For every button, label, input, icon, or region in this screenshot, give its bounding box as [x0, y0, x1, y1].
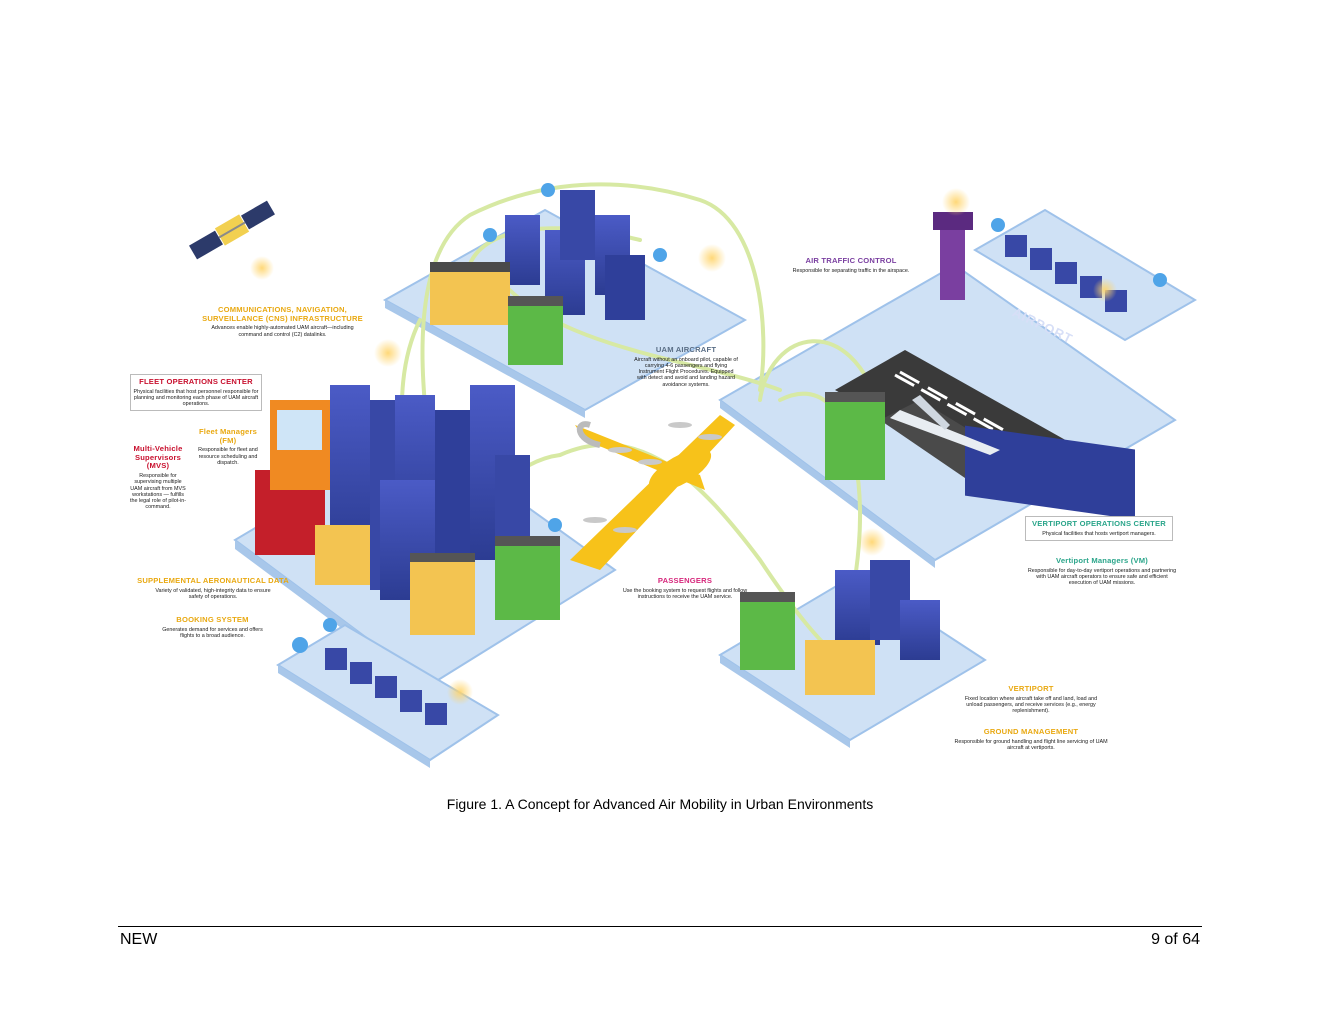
passengers-label: PASSENGERS Use the booking system to req… [614, 576, 756, 600]
cns-title: COMMUNICATIONS, NAVIGATION, SURVEILLANCE… [202, 305, 363, 323]
fleet-operations-center-label: FLEET OPERATIONS CENTER Physical facilit… [130, 374, 262, 412]
mvs-title: Multi-Vehicle Supervisors (MVS) [133, 444, 183, 471]
air-traffic-control-label: AIR TRAFFIC CONTROL Responsible for sepa… [783, 256, 919, 274]
vertiport-desc: Fixed location where aircraft take off a… [964, 695, 1098, 715]
cns-infrastructure-label: COMMUNICATIONS, NAVIGATION, SURVEILLANCE… [195, 305, 370, 338]
vertiport-bottom-buildings [740, 560, 940, 695]
vertiport-managers-label: Vertiport Managers (VM) Responsible for … [1026, 556, 1178, 587]
booking-title: BOOKING SYSTEM [176, 615, 249, 624]
sad-title: SUPPLEMENTAL AERONAUTICAL DATA [137, 576, 289, 585]
left-city-buildings [255, 385, 560, 635]
vm-title: Vertiport Managers (VM) [1056, 556, 1148, 565]
satellite-icon [189, 200, 275, 260]
passengers-desc: Use the booking system to request flight… [622, 587, 748, 600]
mvs-desc: Responsible for supervising multiple UAM… [129, 473, 187, 511]
fm-desc: Responsible for fleet and resource sched… [198, 447, 258, 466]
voc-title: VERTIPORT OPERATIONS CENTER [1032, 519, 1166, 528]
booking-system-label: BOOKING SYSTEM Generates demand for serv… [160, 615, 265, 639]
top-city-buildings [430, 190, 645, 365]
fm-title: Fleet Managers (FM) [198, 427, 258, 445]
atc-desc: Responsible for separating traffic in th… [792, 267, 910, 274]
vertiport-title: VERTIPORT [1008, 684, 1054, 693]
passengers-title: PASSENGERS [657, 576, 713, 585]
uam-desc: Aircraft without an onboard pilot, capab… [634, 356, 738, 388]
page-number: 9 of 64 [1151, 931, 1200, 948]
sad-desc: Variety of validated, high-integrity dat… [155, 587, 271, 600]
figure-caption: Figure 1. A Concept for Advanced Air Mob… [446, 796, 874, 812]
houses-bottom [325, 648, 447, 725]
ground-management-label: GROUND MANAGEMENT Responsible for ground… [952, 727, 1110, 751]
fleet-managers-label: Fleet Managers (FM) Responsible for flee… [195, 427, 261, 466]
platform-houses-right [973, 208, 1197, 342]
voc-desc: Physical facilities that hosts vertiport… [1042, 530, 1156, 537]
cns-desc: Advances enable highly-automated UAM air… [211, 325, 354, 338]
vertiport-label: VERTIPORT Fixed location where aircraft … [948, 684, 1114, 715]
foc-title: FLEET OPERATIONS CENTER [139, 377, 253, 386]
vertiport-operations-center-label: VERTIPORT OPERATIONS CENTER Physical fac… [1025, 516, 1173, 541]
uam-aircraft-icon [570, 415, 735, 570]
mvs-label: Multi-Vehicle Supervisors (MVS) Responsi… [128, 444, 188, 511]
uam-aircraft-label: UAM AIRCRAFT Aircraft without an onboard… [634, 345, 738, 388]
vm-desc: Responsible for day-to-day vertiport ope… [1027, 567, 1177, 587]
ground-desc: Responsible for ground handling and flig… [954, 738, 1108, 751]
airport-area [825, 212, 1135, 520]
footer-divider [118, 926, 1202, 927]
trees [292, 183, 1167, 653]
atc-title: AIR TRAFFIC CONTROL [805, 256, 897, 265]
uam-title: UAM AIRCRAFT [655, 345, 717, 354]
supplemental-aeronautical-data-label: SUPPLEMENTAL AERONAUTICAL DATA Variety o… [130, 576, 296, 600]
ground-title: GROUND MANAGEMENT [983, 727, 1079, 736]
foc-desc: Physical facilities that host personnel … [133, 388, 259, 408]
footer-status: NEW [120, 931, 158, 948]
booking-desc: Generates demand for services and offers… [162, 626, 263, 639]
